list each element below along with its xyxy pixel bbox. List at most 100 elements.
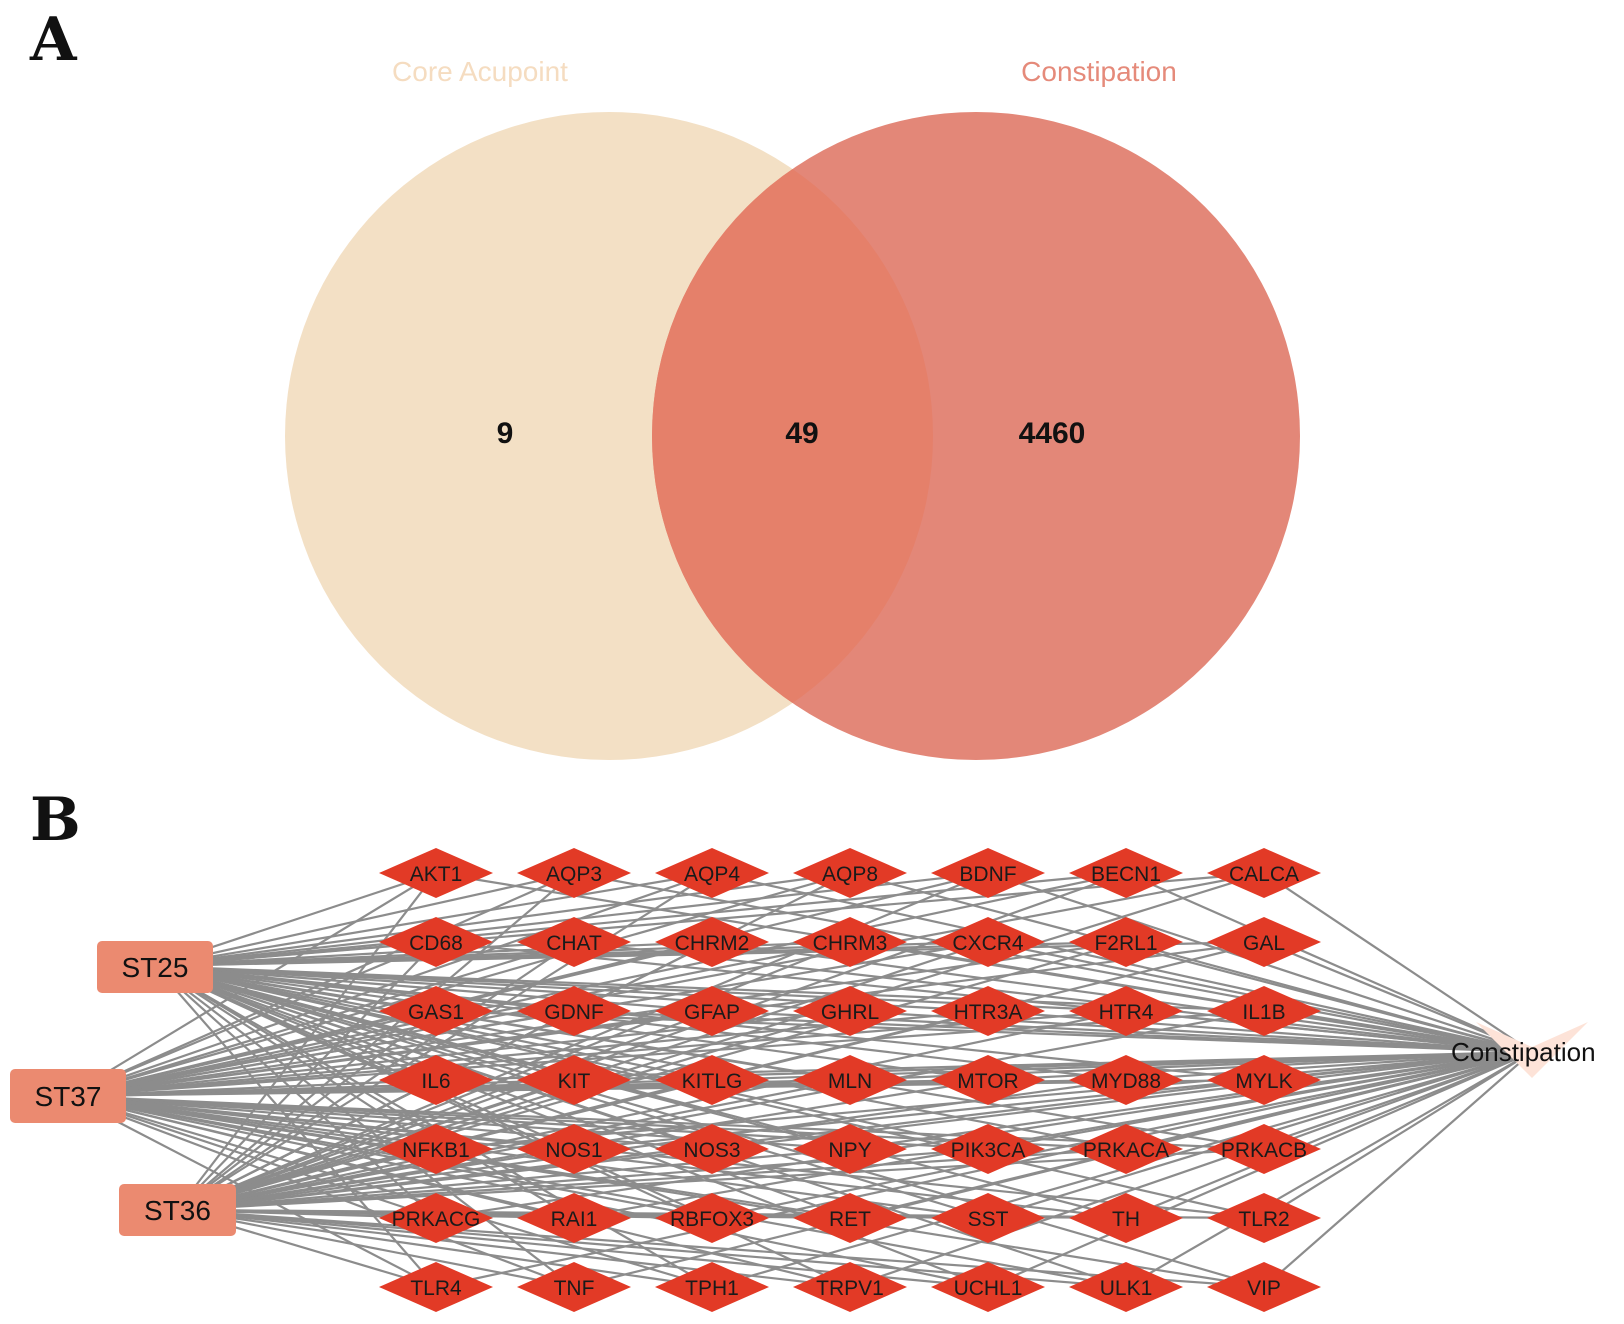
edge-st37-sst [67, 1094, 989, 1220]
acupoint-box [119, 1184, 236, 1236]
gene-label: SST [968, 1208, 1009, 1231]
gene-label: GFAP [684, 1001, 740, 1024]
gene-diamond [379, 986, 493, 1036]
acupoint-label: ST25 [122, 952, 189, 983]
gene-node-aqp3: AQP3 [517, 848, 631, 898]
gene-diamond [1069, 1055, 1183, 1105]
core-acupoint-title: Core Acupoint [392, 56, 568, 87]
gene-diamond [793, 1262, 907, 1312]
gene-label: MLN [828, 1070, 872, 1093]
gene-diamond [793, 1055, 907, 1105]
gene-diamond [1207, 1262, 1321, 1312]
gene-diamond [931, 917, 1045, 967]
edge-st25-aqp3 [154, 871, 575, 968]
gene-label: NOS3 [683, 1139, 740, 1162]
edge-chat-constipation [573, 940, 1533, 1054]
gene-diamond [1069, 1124, 1183, 1174]
gene-node-gas1: GAS1 [379, 986, 493, 1036]
gene-label: MYD88 [1091, 1070, 1161, 1093]
edge-st25-myd88 [154, 964, 1127, 1082]
gene-diamond [793, 848, 907, 898]
gene-label: RET [829, 1208, 871, 1231]
gene-label: MTOR [957, 1070, 1018, 1093]
gene-node-nfkb1: NFKB1 [379, 1124, 493, 1174]
gene-diamond [1207, 1193, 1321, 1243]
gene-label: PRKACA [1083, 1139, 1169, 1162]
gene-label: HTR4 [1099, 1001, 1154, 1024]
edge-st37-uchl1 [67, 1094, 989, 1289]
edge-ulk1-constipation [1125, 1051, 1533, 1288]
gene-label: KIT [558, 1070, 591, 1093]
gene-diamond [655, 1124, 769, 1174]
gene-label: PRKACB [1221, 1139, 1307, 1162]
edge-st37-chat [67, 940, 575, 1098]
edge-st37-tlr2 [67, 1094, 1265, 1220]
gene-diamond [655, 917, 769, 967]
edge-st36-prkacb [176, 1147, 1265, 1212]
edge-tlr2-constipation [1263, 1051, 1533, 1219]
gene-diamond [517, 986, 631, 1036]
gene-label: TH [1112, 1208, 1140, 1231]
gene-diamond [931, 848, 1045, 898]
edge-st37-gdnf [67, 1009, 575, 1098]
edge-st37-prkacg [67, 1094, 437, 1220]
gene-node-rbfox3: RBFOX3 [655, 1193, 769, 1243]
gene-node-il1b: IL1B [1207, 986, 1321, 1036]
edge-th-constipation [1125, 1050, 1533, 1220]
acupoint-label: ST36 [144, 1195, 211, 1226]
constipation-set-title: Constipation [1021, 56, 1177, 87]
edge-myd88-constipation [1125, 1050, 1533, 1082]
gene-diamond [931, 986, 1045, 1036]
gene-diamond [1069, 986, 1183, 1036]
gene-node-f2rl1: F2RL1 [1069, 917, 1183, 967]
edge-gal-constipation [1263, 940, 1533, 1054]
gene-node-kitlg: KITLG [655, 1055, 769, 1105]
edge-trpv1-constipation [849, 1050, 1533, 1289]
gene-diamond [379, 1262, 493, 1312]
gene-label: AKT1 [410, 863, 463, 886]
edge-st36-mln [176, 1078, 851, 1212]
gene-node-il6: IL6 [379, 1055, 493, 1105]
gene-label: TPH1 [685, 1277, 739, 1300]
gene-node-nos1: NOS1 [517, 1124, 631, 1174]
gene-diamond [1069, 1262, 1183, 1312]
edge-st37-aqp8 [67, 871, 851, 1098]
gene-label: TLR4 [410, 1277, 462, 1300]
edge-st25-ulk1 [154, 964, 1127, 1289]
gene-diamond [1207, 986, 1321, 1036]
panel-a-letter: A [29, 5, 78, 75]
gene-diamond [379, 917, 493, 967]
gene-node-mln: MLN [793, 1055, 907, 1105]
edge-tnf-constipation [573, 1050, 1533, 1289]
gene-node-npy: NPY [793, 1124, 907, 1174]
gene-node-tph1: TPH1 [655, 1262, 769, 1312]
gene-label: IL1B [1242, 1001, 1285, 1024]
gene-diamond [655, 1262, 769, 1312]
gene-node-gdnf: GDNF [517, 986, 631, 1036]
edge-st36-tph1 [176, 1208, 713, 1289]
gene-diamond [1069, 917, 1183, 967]
gene-diamond [655, 1193, 769, 1243]
gene-diamond [1069, 848, 1183, 898]
edge-st25-prkacg [154, 965, 437, 1219]
gene-node-rai1: RAI1 [517, 1193, 631, 1243]
constipation-node-shape [1476, 1022, 1588, 1078]
gene-node-vip: VIP [1207, 1262, 1321, 1312]
edge-st25-th [154, 964, 1127, 1220]
gene-diamond [931, 1124, 1045, 1174]
gene-diamond [379, 848, 493, 898]
gene-node-chrm3: CHRM3 [793, 917, 907, 967]
gene-node-myd88: MYD88 [1069, 1055, 1183, 1105]
gene-diamond [931, 1262, 1045, 1312]
gene-diamond [1069, 1193, 1183, 1243]
gene-diamond [655, 1055, 769, 1105]
gene-diamond [379, 1055, 493, 1105]
edge-st37-gfap [67, 1009, 713, 1098]
gene-node-kit: KIT [517, 1055, 631, 1105]
acupoint-node-st37: ST37 [10, 1069, 126, 1123]
gene-node-pik3ca: PIK3CA [931, 1124, 1045, 1174]
gene-diamond [793, 1124, 907, 1174]
venn-panel: A Core Acupoint Constipation 9 49 4460 [29, 5, 1300, 760]
